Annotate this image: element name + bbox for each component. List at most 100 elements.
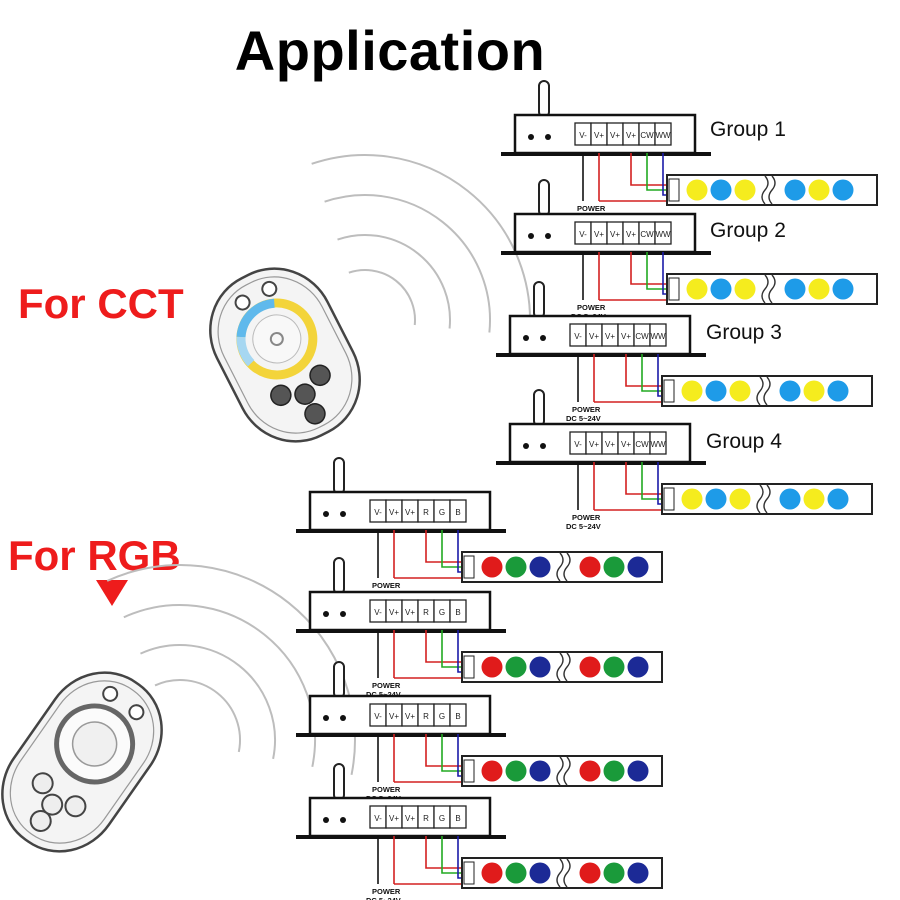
terminal-label: V+	[405, 508, 415, 517]
wire	[425, 630, 464, 663]
strip-cut-mark	[556, 552, 564, 582]
terminal-label: V-	[574, 332, 582, 341]
wire	[441, 734, 464, 772]
led	[681, 488, 703, 510]
terminal-label: V+	[594, 230, 604, 239]
led	[779, 380, 801, 402]
terminal-label: B	[455, 608, 460, 617]
wire	[641, 462, 664, 500]
rgb-section-label: For RGB	[8, 532, 181, 579]
down-arrow-icon	[96, 580, 128, 606]
antenna	[533, 389, 545, 427]
strip-cut-mark	[763, 376, 771, 406]
terminal-label: V+	[405, 608, 415, 617]
led	[505, 556, 527, 578]
power-label: POWER	[372, 785, 401, 794]
terminal-label: B	[455, 814, 460, 823]
led	[627, 656, 649, 678]
led	[529, 862, 551, 884]
wire	[441, 630, 464, 668]
strip-connector	[463, 759, 475, 783]
terminal-label: CW	[640, 131, 654, 140]
led	[705, 380, 727, 402]
strip-cut-mark	[768, 175, 776, 205]
terminal-label: WW	[655, 131, 671, 140]
led	[705, 488, 727, 510]
led	[579, 656, 601, 678]
terminal-slot	[654, 221, 672, 245]
led	[779, 488, 801, 510]
led	[505, 862, 527, 884]
terminal-label: V-	[574, 440, 582, 449]
led	[603, 556, 625, 578]
strip-cut-mark	[563, 756, 571, 786]
led	[803, 488, 825, 510]
wire	[625, 462, 664, 495]
led	[729, 380, 751, 402]
group-label: Group 4	[706, 430, 782, 453]
terminal-label: V+	[621, 332, 631, 341]
terminal-slot	[649, 323, 667, 347]
led	[832, 278, 854, 300]
terminal-label: WW	[650, 332, 666, 341]
signal-wave-icon	[348, 269, 416, 326]
power-label: POWER	[572, 513, 601, 522]
brightness-icon	[269, 331, 284, 346]
led	[481, 556, 503, 578]
terminal-label: V+	[610, 230, 620, 239]
wire	[625, 354, 664, 387]
wire	[630, 252, 669, 285]
strip-cut-mark	[763, 484, 771, 514]
terminal-label: V+	[589, 440, 599, 449]
antenna	[333, 457, 345, 495]
led	[579, 556, 601, 578]
strip-cut-mark	[761, 175, 769, 205]
page-title: Application	[234, 19, 546, 82]
terminal-label: CW	[635, 440, 649, 449]
led	[734, 278, 756, 300]
led	[827, 380, 849, 402]
signal-wave-icon	[337, 234, 451, 329]
signal-wave-icon	[154, 679, 241, 753]
terminal-label: R	[423, 814, 429, 823]
led	[803, 380, 825, 402]
antenna	[538, 179, 550, 217]
group-label: Group 1	[710, 118, 786, 141]
strip-cut-mark	[768, 274, 776, 304]
terminal-label: V+	[389, 608, 399, 617]
terminal-label: V+	[589, 332, 599, 341]
terminal-label: G	[439, 608, 445, 617]
terminal-label: V+	[594, 131, 604, 140]
led	[627, 760, 649, 782]
led	[784, 278, 806, 300]
strip-cut-mark	[563, 652, 571, 682]
led	[603, 862, 625, 884]
strip-cut-mark	[563, 858, 571, 888]
terminal-label: V-	[374, 608, 382, 617]
signal-wave-icon	[324, 194, 491, 333]
terminal-label: V-	[374, 712, 382, 721]
led	[729, 488, 751, 510]
wire	[441, 836, 464, 874]
led	[784, 179, 806, 201]
strip-connector	[668, 178, 680, 202]
power-voltage-label: DC 5~24V	[366, 690, 401, 699]
terminal-label: G	[439, 814, 445, 823]
strip-cut-mark	[556, 858, 564, 888]
power-label: POWER	[572, 405, 601, 414]
power-label: POWER	[372, 581, 401, 590]
antenna	[333, 763, 345, 801]
power-voltage-label: DC 5~24V	[366, 896, 401, 900]
terminal-slot	[649, 431, 667, 455]
led	[627, 862, 649, 884]
terminal-label: G	[439, 508, 445, 517]
strip-connector	[663, 487, 675, 511]
power-label: POWER	[577, 204, 606, 213]
terminal-label: V+	[605, 332, 615, 341]
terminal-label: V-	[374, 814, 382, 823]
terminal-label: B	[455, 508, 460, 517]
